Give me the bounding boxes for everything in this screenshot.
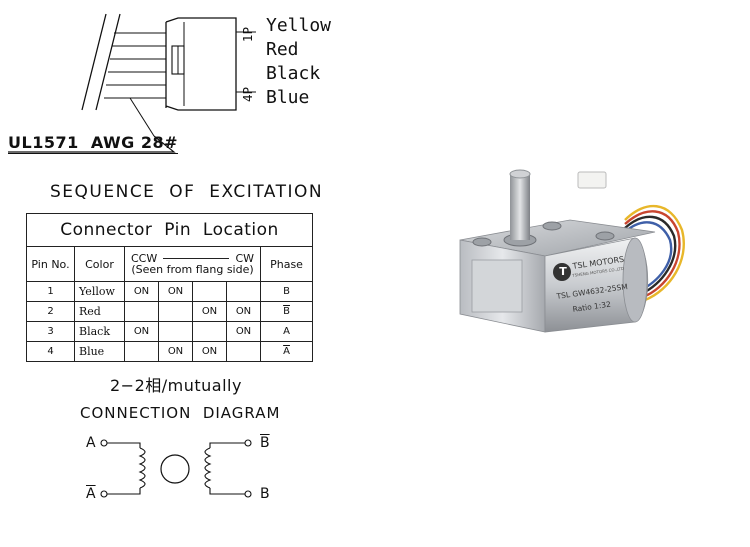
phase-cell: B [259, 281, 314, 302]
step-cell: ON [192, 341, 227, 362]
excitation-table: Connector Pin Location Pin No. Color CCW… [25, 213, 314, 362]
step-cell: ON [124, 281, 159, 302]
rotor-symbol [160, 454, 190, 484]
cable-cut-line [95, 13, 121, 111]
pin-number-cell: 2 [26, 301, 75, 322]
step-cell [158, 301, 193, 322]
header-phase: Phase [259, 246, 314, 282]
step-cell: ON [158, 281, 193, 302]
pin-number-cell: 4 [26, 341, 75, 362]
cable-cut-line [81, 13, 107, 111]
connection-diagram-title: CONNECTION DIAGRAM [80, 404, 281, 422]
step-cell [192, 321, 227, 342]
phase-cell: B [259, 301, 314, 322]
step-cell: ON [226, 321, 261, 342]
header-direction: CCW CW (Seen from flang side) [124, 246, 261, 282]
step-cell [158, 321, 193, 342]
step-cell [124, 301, 159, 322]
pin-number-cell: 3 [26, 321, 75, 342]
header-color: Color [74, 246, 125, 282]
step-cell: ON [226, 301, 261, 322]
pin-marker-4p: 4P [241, 87, 255, 102]
terminal-a-bar: A [86, 486, 96, 502]
wire-label-black: Black [266, 63, 321, 84]
wire-color-cell: Blue [74, 341, 125, 362]
cable-label-arrow [129, 97, 155, 137]
wire-lines [104, 32, 166, 99]
sequence-title: SEQUENCE OF EXCITATION [50, 182, 324, 202]
header-cw: CW [235, 252, 254, 265]
table-title: Connector Pin Location [25, 213, 314, 247]
motor-logo-letter: T [559, 265, 567, 278]
cable-spec-label: UL1571 AWG 28# [8, 133, 179, 154]
coil-b [204, 447, 212, 489]
step-cell [226, 341, 261, 362]
connector-housing [165, 17, 237, 111]
phase-cell: A [259, 341, 314, 362]
wire-color-cell: Red [74, 301, 125, 322]
cable-label-leader [8, 135, 176, 153]
step-cell [192, 281, 227, 302]
wire-color-cell: Yellow [74, 281, 125, 302]
wire-label-blue: Blue [266, 87, 310, 108]
pin-marker-1p: 1P [241, 27, 255, 42]
terminal-a: A [86, 435, 96, 451]
step-cell: ON [124, 321, 159, 342]
step-cell [124, 341, 159, 362]
wire-label-red: Red [266, 39, 299, 60]
terminal-b-bar: B [260, 435, 270, 451]
wire-color-cell: Black [74, 321, 125, 342]
header-ccw: CCW [131, 252, 158, 265]
header-direction-note: (Seen from flang side) [131, 263, 254, 276]
excitation-mode-note: 2−2相/mutually [110, 376, 242, 395]
wire-label-yellow: Yellow [266, 15, 332, 36]
motor-photo [459, 169, 685, 333]
terminal-b: B [260, 486, 270, 502]
connector-drawing [8, 13, 256, 153]
pin-number-cell: 1 [26, 281, 75, 302]
header-pin-no: Pin No. [26, 246, 75, 282]
step-cell: ON [192, 301, 227, 322]
step-cell: ON [158, 341, 193, 362]
connection-diagram [100, 439, 252, 498]
phase-cell: A [259, 321, 314, 342]
step-cell [226, 281, 261, 302]
pin-ticks [236, 31, 256, 93]
coil-a [138, 447, 146, 489]
